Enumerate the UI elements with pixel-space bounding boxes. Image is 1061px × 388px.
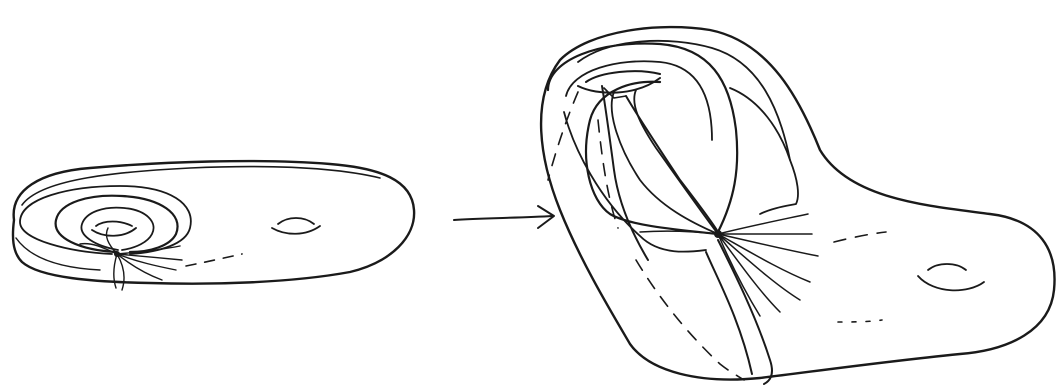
hidden-curve-after-5 bbox=[838, 320, 882, 322]
arrow-shaft bbox=[454, 216, 552, 220]
surface-before-outline bbox=[13, 161, 414, 284]
left-handle-hole-top bbox=[96, 222, 132, 227]
surface-after-outline bbox=[541, 27, 1054, 379]
hidden-curve-after-1 bbox=[548, 92, 578, 180]
handle-hole-after-top bbox=[586, 71, 660, 82]
left-handle-hole-bottom bbox=[92, 228, 136, 236]
transformation-arrow bbox=[454, 206, 554, 228]
small-handle-after-bottom bbox=[918, 276, 984, 290]
basepoint-after bbox=[714, 230, 722, 238]
loop-inner bbox=[81, 208, 153, 250]
surface-before-rim bbox=[22, 167, 380, 205]
right-handle-hole-bottom bbox=[272, 226, 320, 234]
surface-before bbox=[13, 161, 414, 290]
ribbon-right-edge bbox=[626, 96, 718, 232]
hidden-curve-after-4 bbox=[834, 232, 886, 242]
ribbon-left-edge bbox=[602, 86, 648, 260]
surface-after bbox=[541, 27, 1054, 384]
loop-middle bbox=[56, 196, 178, 252]
right-handle-hole-top bbox=[278, 218, 314, 224]
hidden-curve-before bbox=[186, 254, 242, 266]
basepoint-before bbox=[114, 251, 120, 257]
lower-strip-right bbox=[718, 240, 772, 384]
small-handle-after-top bbox=[928, 264, 966, 270]
